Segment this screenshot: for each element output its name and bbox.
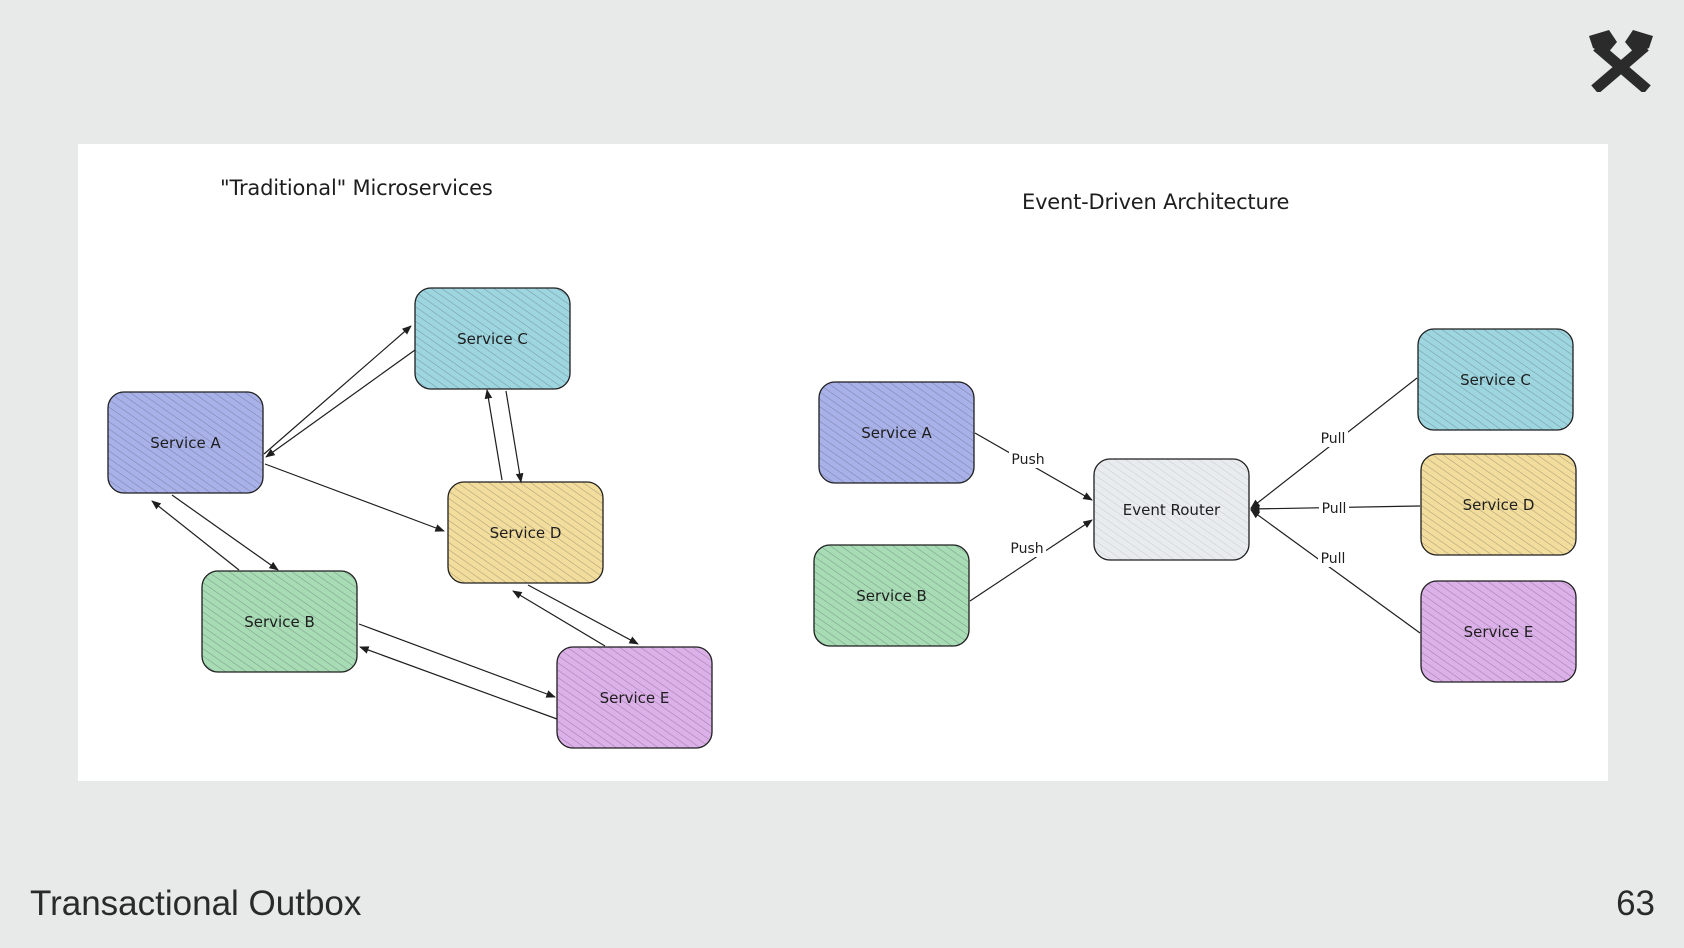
trad-service-a-label: Service A — [150, 434, 221, 452]
trad-arrow-e-to-b — [359, 646, 558, 720]
crossed-hammers-logo-icon — [1587, 28, 1655, 94]
eda-service-d-node: Service D — [1420, 453, 1577, 556]
page-number: 63 — [1616, 884, 1655, 923]
eda-service-e-node: Service E — [1420, 580, 1577, 683]
trad-arrow-d-to-c — [484, 389, 503, 481]
eda-label-pull-e: Pull — [1321, 551, 1346, 567]
trad-service-b-label: Service B — [244, 613, 315, 631]
eda-service-c-node: Service C — [1417, 328, 1574, 431]
slide-title: Transactional Outbox — [30, 884, 362, 923]
trad-arrow-b-to-e — [358, 623, 556, 698]
eda-arrow-push-b — [969, 519, 1093, 602]
trad-service-d-node: Service D — [447, 481, 604, 584]
trad-service-a-node: Service A — [107, 391, 264, 494]
eda-label-push-b: Push — [1010, 541, 1043, 557]
diagram-canvas: "Traditional" Microservices Event-Driven… — [78, 144, 1608, 781]
eda-event-router-node: Event Router — [1093, 458, 1250, 561]
eda-service-e-label: Service E — [1464, 623, 1534, 641]
trad-service-d-label: Service D — [490, 524, 562, 542]
trad-arrow-c-to-a — [265, 349, 416, 458]
trad-arrow-e-to-d — [512, 590, 606, 647]
eda-event-router-label: Event Router — [1123, 501, 1221, 519]
trad-arrow-b-to-a — [151, 500, 240, 571]
trad-service-b-node: Service B — [201, 570, 358, 673]
traditional-diagram-title: "Traditional" Microservices — [220, 176, 493, 200]
trad-service-c-node: Service C — [414, 287, 571, 390]
eda-service-b-node: Service B — [813, 544, 970, 647]
trad-arrow-c-to-d — [505, 390, 524, 483]
eda-label-pull-c: Pull — [1321, 431, 1346, 447]
architecture-diagrams: Service C Service A Service D Service B … — [107, 287, 1577, 749]
trad-service-e-label: Service E — [600, 689, 670, 707]
eda-arrow-pull-e — [1250, 509, 1421, 634]
eda-service-a-node: Service A — [818, 381, 975, 484]
eda-label-pull-d: Pull — [1322, 501, 1347, 517]
eda-service-d-label: Service D — [1463, 496, 1535, 514]
trad-service-e-node: Service E — [556, 646, 713, 749]
trad-service-c-label: Service C — [457, 330, 528, 348]
eda-service-a-label: Service A — [861, 424, 932, 442]
trad-arrow-a-to-b — [171, 494, 279, 571]
event-driven-diagram-title: Event-Driven Architecture — [1022, 190, 1290, 214]
eda-service-b-label: Service B — [856, 587, 927, 605]
trad-arrow-d-to-e — [527, 584, 639, 645]
trad-arrow-a-to-d — [264, 463, 445, 532]
trad-arrow-a-to-c — [263, 325, 412, 455]
eda-label-push-a: Push — [1011, 452, 1044, 468]
eda-service-c-label: Service C — [1460, 371, 1531, 389]
